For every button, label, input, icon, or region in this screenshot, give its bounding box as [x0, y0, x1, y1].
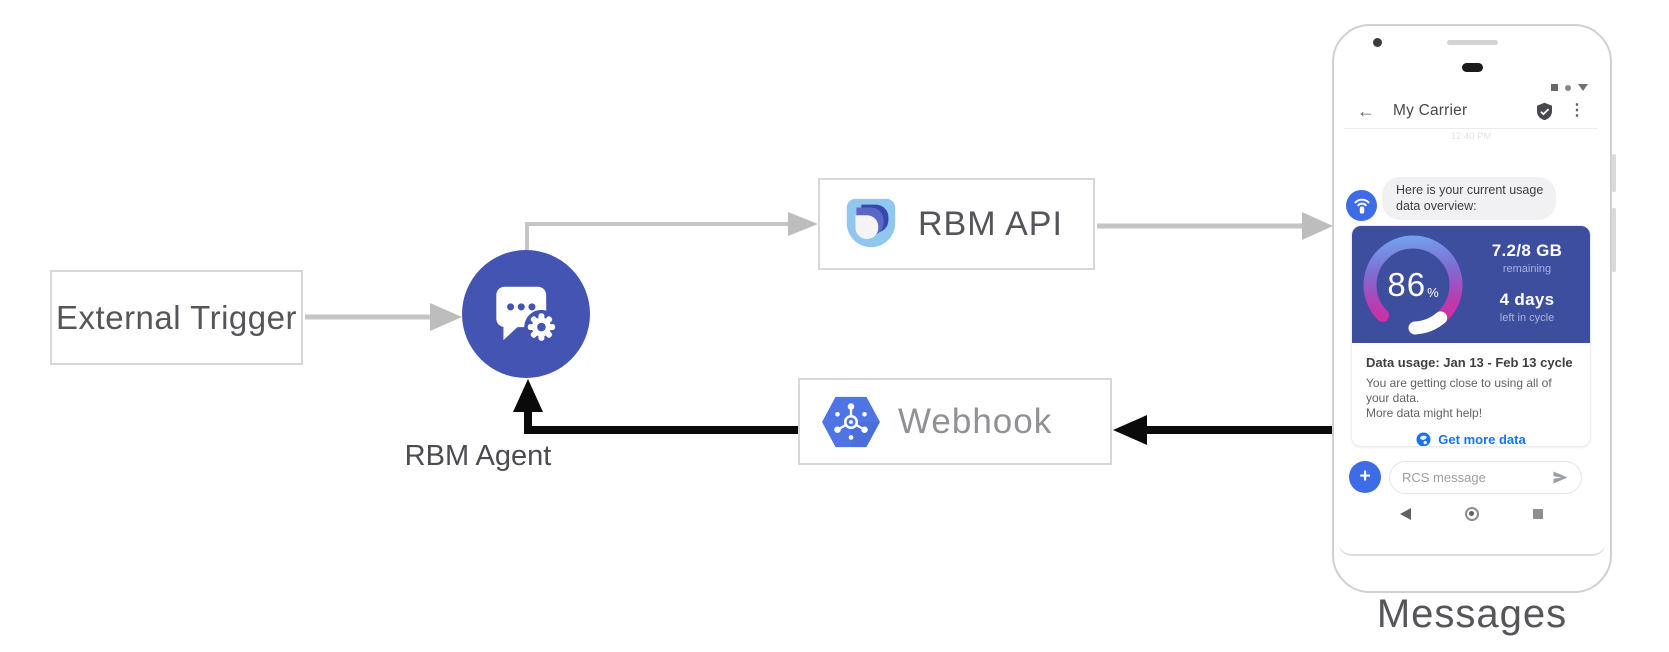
get-more-data-button[interactable]: Get more data — [1366, 432, 1576, 447]
send-icon[interactable] — [1552, 469, 1569, 486]
plus-icon: + — [1359, 466, 1371, 487]
rbm-api-label: RBM API — [918, 204, 1063, 243]
chat-bubble-gear-icon — [496, 286, 559, 345]
attach-plus-button[interactable]: + — [1349, 461, 1381, 493]
app-bar: ← My Carrier ⋮ — [1344, 81, 1598, 129]
speaker-slot — [1447, 40, 1498, 45]
pubsub-hexagon-icon — [822, 396, 880, 447]
usage-gauge — [1361, 233, 1465, 337]
chat-message-bubble: Here is your current usage data overview… — [1382, 177, 1556, 220]
dropdown-triangle-icon — [1578, 84, 1588, 91]
gauge-percent-sign: % — [1427, 284, 1439, 300]
webhook-node: Webhook — [798, 378, 1112, 465]
usage-card-body: Data usage: Jan 13 - Feb 13 cycle You ar… — [1352, 343, 1590, 447]
menu-kebab-icon[interactable]: ⋮ — [1569, 102, 1585, 119]
antenna-icon — [1353, 198, 1370, 213]
arrow-webhook-to-agent — [513, 379, 798, 434]
rbm-agent-label: RBM Agent — [404, 440, 552, 472]
days-left-value: 4 days — [1499, 290, 1555, 309]
volume-button — [1612, 208, 1616, 272]
android-nav-bar — [1344, 501, 1598, 527]
agent-avatar — [1346, 190, 1377, 221]
arrow-external-to-agent — [305, 303, 462, 331]
external-trigger-node: External Trigger — [50, 270, 303, 365]
external-trigger-label: External Trigger — [56, 298, 297, 336]
usage-card: 86 % 7.2/8 GB remaining 4 days left in c… — [1351, 225, 1591, 447]
power-button — [1612, 154, 1616, 192]
chat-message-line2: data overview: — [1396, 198, 1477, 213]
conversation-title: My Carrier — [1393, 102, 1468, 119]
gauge-percent: 86 — [1387, 266, 1427, 303]
message-input-bar — [1389, 461, 1582, 494]
usage-card-text-line1: You are getting close to using all of yo… — [1366, 376, 1552, 405]
phone-chin-seam — [1338, 542, 1606, 556]
business-messages-logo — [846, 198, 896, 248]
days-left-caption: left in cycle — [1499, 312, 1555, 324]
verified-badge-icon — [1537, 102, 1552, 120]
earpiece — [1462, 63, 1483, 72]
rcs-message-input[interactable] — [1402, 470, 1552, 485]
chat-message-line1: Here is your current usage — [1396, 183, 1544, 197]
status-icons — [1551, 83, 1588, 92]
rbm-agent-node — [462, 250, 590, 378]
message-timestamp: 12:40 PM — [1450, 131, 1492, 142]
rbm-api-node: RBM API — [818, 178, 1095, 270]
record-dot-icon — [1565, 84, 1571, 91]
usage-card-text-line2: More data might help! — [1366, 406, 1483, 420]
window-icon — [1551, 84, 1558, 91]
nav-recents-icon[interactable] — [1532, 509, 1543, 519]
arrow-phone-to-webhook — [1113, 415, 1333, 445]
arrow-agent-to-api — [525, 212, 818, 254]
webhook-label: Webhook — [898, 401, 1053, 441]
phone-mockup: ← My Carrier ⋮ 12:40 PM — [1332, 24, 1616, 593]
data-remaining-value: 7.2/8 GB — [1491, 241, 1563, 260]
back-arrow-icon[interactable]: ← — [1357, 101, 1375, 121]
globe-icon — [1416, 432, 1431, 446]
nav-back-icon[interactable] — [1399, 508, 1411, 520]
front-camera — [1373, 38, 1382, 47]
data-remaining-caption: remaining — [1502, 263, 1552, 275]
usage-card-heading: Data usage: Jan 13 - Feb 13 cycle — [1366, 355, 1573, 370]
phone-screen: ← My Carrier ⋮ 12:40 PM — [1344, 81, 1598, 528]
usage-card-header: 86 % 7.2/8 GB remaining 4 days left in c… — [1352, 226, 1590, 343]
get-more-data-label: Get more data — [1438, 432, 1526, 447]
messages-caption: Messages — [1376, 592, 1568, 636]
arrow-api-to-phone — [1097, 212, 1333, 240]
nav-home-icon[interactable] — [1464, 507, 1479, 521]
